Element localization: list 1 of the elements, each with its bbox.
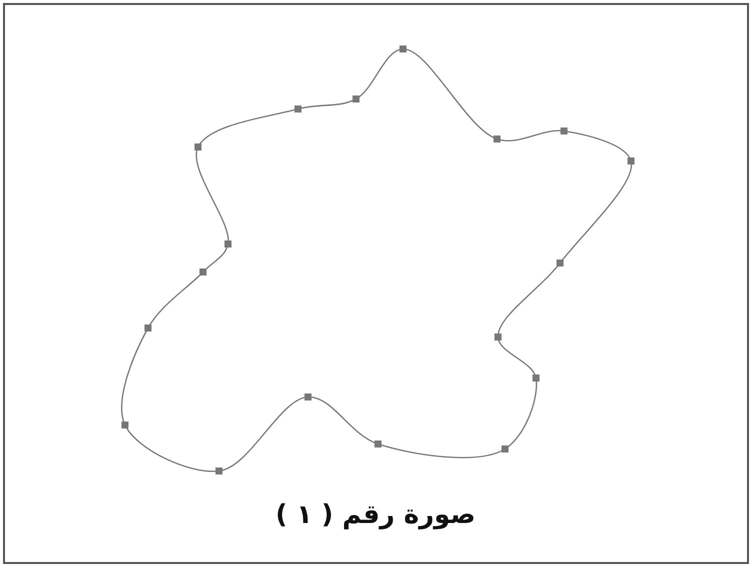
figure-caption: صورة رقم ( ١ )	[276, 500, 476, 530]
